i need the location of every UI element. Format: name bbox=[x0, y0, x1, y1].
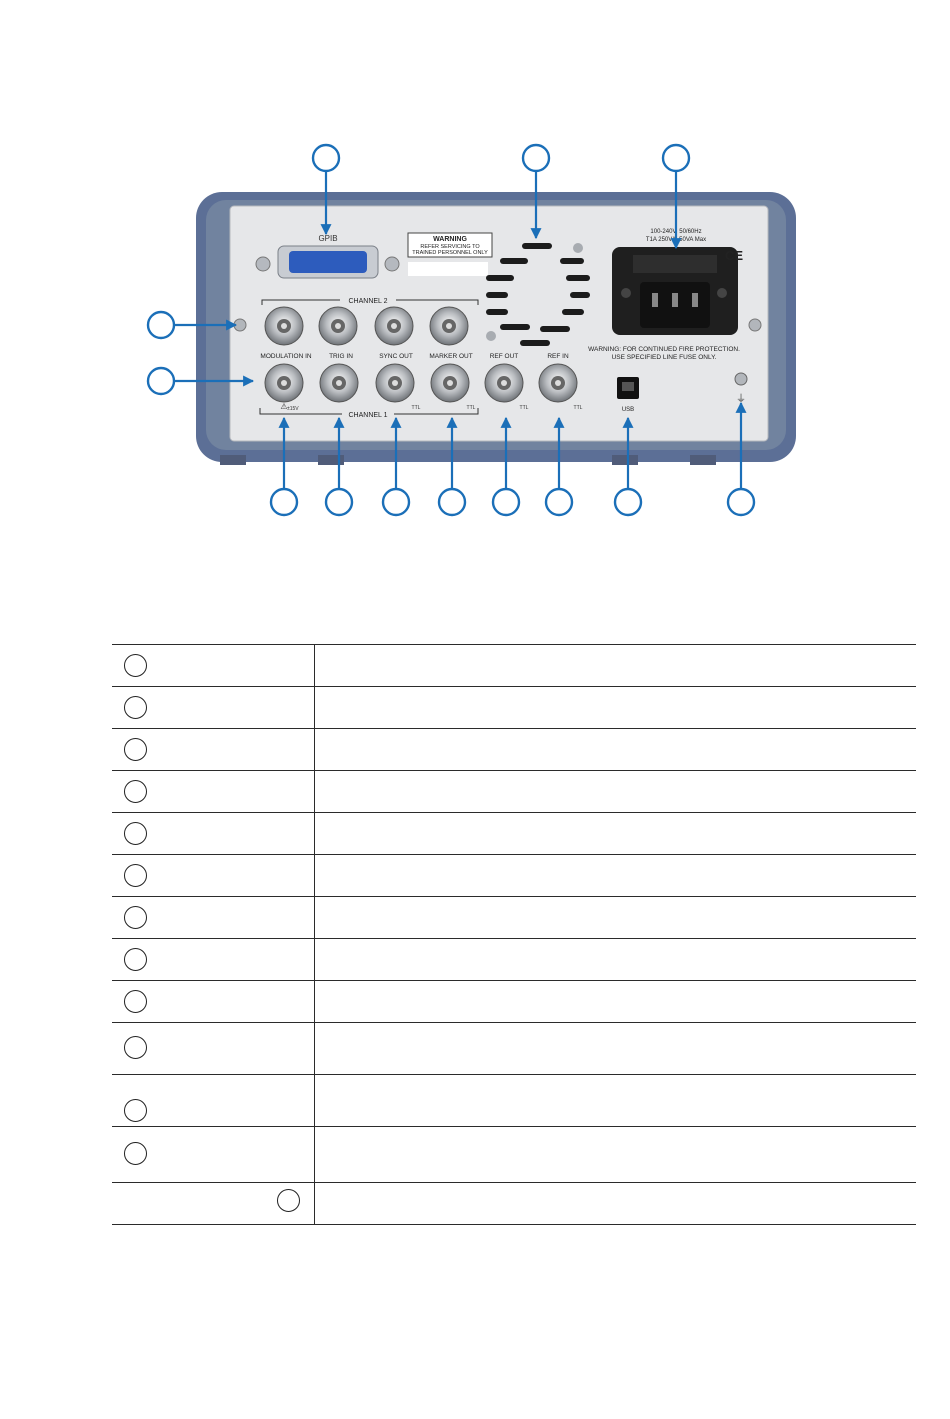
callout-ground bbox=[726, 487, 756, 517]
callout-modulation-in bbox=[269, 487, 299, 517]
ttl-mark: TTL bbox=[412, 405, 421, 411]
callout-usb bbox=[613, 487, 643, 517]
callout-ref-in bbox=[544, 487, 574, 517]
ttl-mark: TTL bbox=[520, 405, 529, 411]
callout-power bbox=[661, 143, 691, 173]
label-modulation-in: MODULATION IN bbox=[260, 353, 311, 360]
callout-marker-out bbox=[437, 487, 467, 517]
channel1-label: CHANNEL 1 bbox=[348, 412, 387, 419]
channel2-connectors[interactable] bbox=[264, 306, 469, 346]
label-marker-out: MARKER OUT bbox=[429, 353, 472, 360]
table-row bbox=[112, 1126, 916, 1183]
gpib-label: GPIB bbox=[318, 234, 337, 243]
usb-label: USB bbox=[622, 407, 634, 413]
table-row bbox=[112, 1182, 916, 1225]
row-marker bbox=[124, 1036, 147, 1059]
label-trig-in: TRIG IN bbox=[329, 353, 353, 360]
warning-line1: REFER SERVICING TO bbox=[420, 244, 480, 250]
table-row bbox=[112, 728, 916, 771]
usb-port[interactable]: USB bbox=[617, 377, 639, 413]
table-row bbox=[112, 938, 916, 981]
row-marker bbox=[124, 738, 147, 761]
channel2-label: CHANNEL 2 bbox=[348, 298, 387, 305]
ttl-mark: TTL bbox=[467, 405, 476, 411]
table-row bbox=[112, 854, 916, 897]
callout-channel1 bbox=[146, 366, 176, 396]
callout-gpib bbox=[311, 143, 341, 173]
warning-line2: TRAINED PERSONNEL ONLY bbox=[412, 250, 488, 256]
fan-vent bbox=[486, 243, 590, 346]
callout-channel2 bbox=[146, 310, 176, 340]
table-row bbox=[112, 1074, 916, 1127]
row-marker bbox=[124, 1142, 147, 1165]
callout-markers bbox=[146, 143, 756, 517]
channel1-connectors[interactable] bbox=[264, 363, 578, 403]
panel-screw bbox=[748, 318, 762, 332]
fuse-warning-line1: WARNING: FOR CONTINUED FIRE PROTECTION. bbox=[588, 346, 740, 353]
row-marker bbox=[124, 906, 147, 929]
table-row bbox=[112, 896, 916, 939]
warning-label: WARNING REFER SERVICING TO TRAINED PERSO… bbox=[407, 232, 493, 276]
callout-sync-out bbox=[381, 487, 411, 517]
warning-triangle-icon: ⚠ bbox=[280, 402, 287, 411]
table-row bbox=[112, 980, 916, 1023]
table-row bbox=[112, 770, 916, 813]
legend-table bbox=[112, 644, 916, 1225]
row-marker bbox=[124, 696, 147, 719]
row-marker bbox=[124, 1099, 147, 1122]
label-ref-in: REF IN bbox=[547, 353, 569, 360]
row-marker bbox=[124, 822, 147, 845]
ground-terminal[interactable]: ⏚ bbox=[734, 372, 748, 405]
row-marker bbox=[124, 990, 147, 1013]
row-marker bbox=[124, 780, 147, 803]
row-marker bbox=[124, 654, 147, 677]
fuse-warning-line2: USE SPECIFIED LINE FUSE ONLY. bbox=[612, 354, 717, 361]
voltage-mark: ±15V bbox=[287, 406, 299, 412]
callout-ref-out bbox=[491, 487, 521, 517]
row-marker bbox=[124, 948, 147, 971]
ground-icon: ⏚ bbox=[736, 393, 746, 405]
row-marker bbox=[124, 864, 147, 887]
table-row bbox=[112, 686, 916, 729]
label-sync-out: SYNC OUT bbox=[379, 353, 413, 360]
gpib-connector[interactable]: GPIB bbox=[255, 234, 400, 279]
ce-mark: CE bbox=[725, 248, 743, 263]
callout-trig-in bbox=[324, 487, 354, 517]
row-marker bbox=[277, 1189, 300, 1212]
ttl-mark: TTL bbox=[574, 405, 583, 411]
table-row bbox=[112, 812, 916, 855]
label-ref-out: REF OUT bbox=[490, 353, 519, 360]
callout-fan bbox=[521, 143, 551, 173]
rear-panel-figure: GPIB WARNING REFER SERVICING TO TRAINED … bbox=[146, 143, 796, 517]
callout-arrows bbox=[174, 171, 747, 489]
warning-title: WARNING bbox=[433, 236, 467, 243]
table-row bbox=[112, 644, 916, 687]
table-row bbox=[112, 1022, 916, 1075]
